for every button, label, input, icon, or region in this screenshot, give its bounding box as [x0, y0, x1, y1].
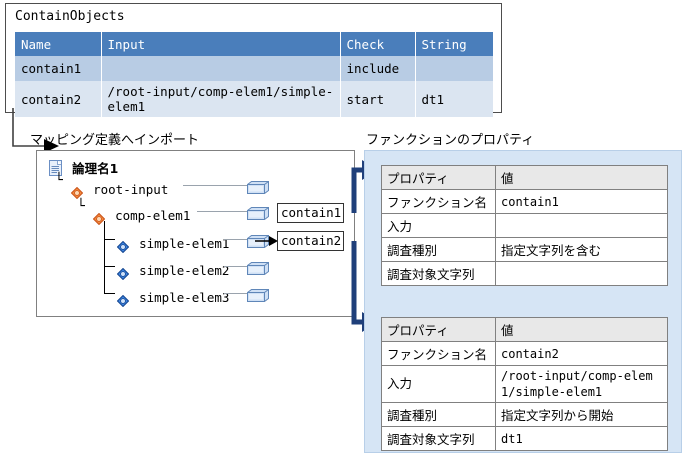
tree-item-label: simple-elem3 [139, 290, 230, 305]
link-arrow-to-contain2 [255, 236, 278, 246]
cell-check: start [340, 81, 416, 117]
function-box-contain2[interactable]: contain2 [277, 231, 344, 251]
property-key: ファンクション名 [381, 189, 496, 214]
mapping-slot-icon[interactable] [247, 287, 269, 302]
column-header-check: Check [340, 32, 416, 56]
cell-name: contain1 [15, 56, 102, 81]
tree-item-simple-elem3[interactable]: simple-elem3 [116, 287, 230, 307]
tree-branch-line [104, 293, 115, 294]
column-header-property: プロパティ [381, 165, 496, 190]
table-row[interactable]: ファンクション名 contain1 [381, 189, 668, 214]
contain-objects-panel: ContainObjects Name Input Check String c… [5, 3, 502, 117]
tree-item-label: comp-elem1 [115, 208, 191, 223]
property-key: 調査種別 [381, 237, 496, 262]
table-row[interactable]: 入力 [381, 213, 668, 238]
property-value: contain1 [495, 189, 668, 214]
column-header-value: 値 [495, 165, 668, 190]
import-flow-arrow [12, 108, 59, 153]
mapping-slot-icon[interactable] [247, 260, 269, 275]
property-value: contain2 [495, 341, 668, 366]
property-key: 入力 [381, 213, 496, 238]
tree-branch-line [104, 266, 115, 267]
table-header-row: プロパティ 値 [381, 317, 668, 342]
cell-string [415, 56, 493, 81]
tree-branch-line [104, 239, 115, 240]
cell-input [101, 56, 341, 81]
property-value: 指定文字列を含む [495, 237, 668, 262]
column-header-name: Name [15, 32, 102, 56]
contain-objects-table: Name Input Check String contain1 include… [15, 32, 493, 117]
property-value [495, 213, 668, 238]
tree-lead-line [224, 266, 247, 267]
mapping-slot-icon[interactable] [247, 179, 269, 194]
function-properties-panel: プロパティ 値 ファンクション名 contain1 入力 調査種別 指定文字列を… [364, 150, 682, 453]
tree-lead-line [183, 185, 247, 186]
simple-element-icon [116, 265, 130, 280]
cell-name: contain2 [15, 81, 102, 117]
cell-string: dt1 [415, 81, 493, 117]
property-key: 調査対象文字列 [381, 261, 496, 286]
table-header-row: プロパティ 値 [381, 165, 668, 190]
table-row[interactable]: 調査種別 指定文字列から開始 [381, 402, 668, 427]
table-row[interactable]: contain2 /root-input/comp-elem1/simple-e… [15, 81, 493, 117]
tree-branch-glyph: └ [77, 199, 85, 214]
tree-item-comp-elem1[interactable]: comp-elem1 [92, 205, 191, 225]
table-row[interactable]: contain1 include [15, 56, 493, 81]
property-value [495, 261, 668, 286]
table-header-row: Name Input Check String [15, 32, 493, 56]
cell-input: /root-input/comp-elem1/simple-elem1 [101, 81, 341, 117]
simple-element-icon [116, 238, 130, 253]
tree-branch-glyph: └ [55, 173, 63, 188]
function-box-contain1[interactable]: contain1 [277, 203, 344, 223]
complex-element-icon [92, 210, 106, 225]
tree-item-label: root-input [93, 182, 169, 197]
table-row[interactable]: 入力 /root-input/comp-elem1/simple-elem1 [381, 365, 668, 403]
tree-item-label: simple-elem1 [139, 236, 230, 251]
tree-spine [104, 221, 105, 293]
property-value: /root-input/comp-elem1/simple-elem1 [495, 365, 668, 403]
property-table-contain1: プロパティ 値 ファンクション名 contain1 入力 調査種別 指定文字列を… [381, 165, 668, 286]
property-key: 調査種別 [381, 402, 496, 427]
tree-item-simple-elem2[interactable]: simple-elem2 [116, 260, 230, 280]
property-value: dt1 [495, 426, 668, 451]
property-key: ファンクション名 [381, 341, 496, 366]
simple-element-icon [116, 292, 130, 307]
property-table-contain2: プロパティ 値 ファンクション名 contain2 入力 /root-input… [381, 317, 668, 451]
tree-item-logical-name[interactable]: 論理名1 [49, 157, 118, 177]
table-row[interactable]: 調査対象文字列 [381, 261, 668, 286]
mapping-definition-caption: マッピング定義へインポート [30, 133, 200, 148]
property-value: 指定文字列から開始 [495, 402, 668, 427]
column-header-input: Input [101, 32, 341, 56]
table-row[interactable]: 調査対象文字列 dt1 [381, 426, 668, 451]
property-key: 調査対象文字列 [381, 426, 496, 451]
contain-objects-title: ContainObjects [15, 9, 125, 24]
tree-item-label: simple-elem2 [139, 263, 230, 278]
tree-lead-line [224, 239, 247, 240]
tree-lead-line [224, 293, 247, 294]
tree-item-root-input[interactable]: root-input [70, 179, 169, 199]
table-row[interactable]: 調査種別 指定文字列を含む [381, 237, 668, 262]
function-properties-caption: ファンクションのプロパティ [366, 133, 535, 148]
column-header-value: 値 [495, 317, 668, 342]
mapping-slot-icon[interactable] [247, 205, 269, 220]
tree-lead-line [197, 211, 247, 212]
property-key: 入力 [381, 365, 496, 403]
tree-item-simple-elem1[interactable]: simple-elem1 [116, 233, 230, 253]
table-row[interactable]: ファンクション名 contain2 [381, 341, 668, 366]
tree-item-label: 論理名1 [72, 161, 119, 176]
cell-check: include [340, 56, 416, 81]
complex-element-icon [70, 184, 84, 199]
column-header-string: String [415, 32, 493, 56]
column-header-property: プロパティ [381, 317, 496, 342]
